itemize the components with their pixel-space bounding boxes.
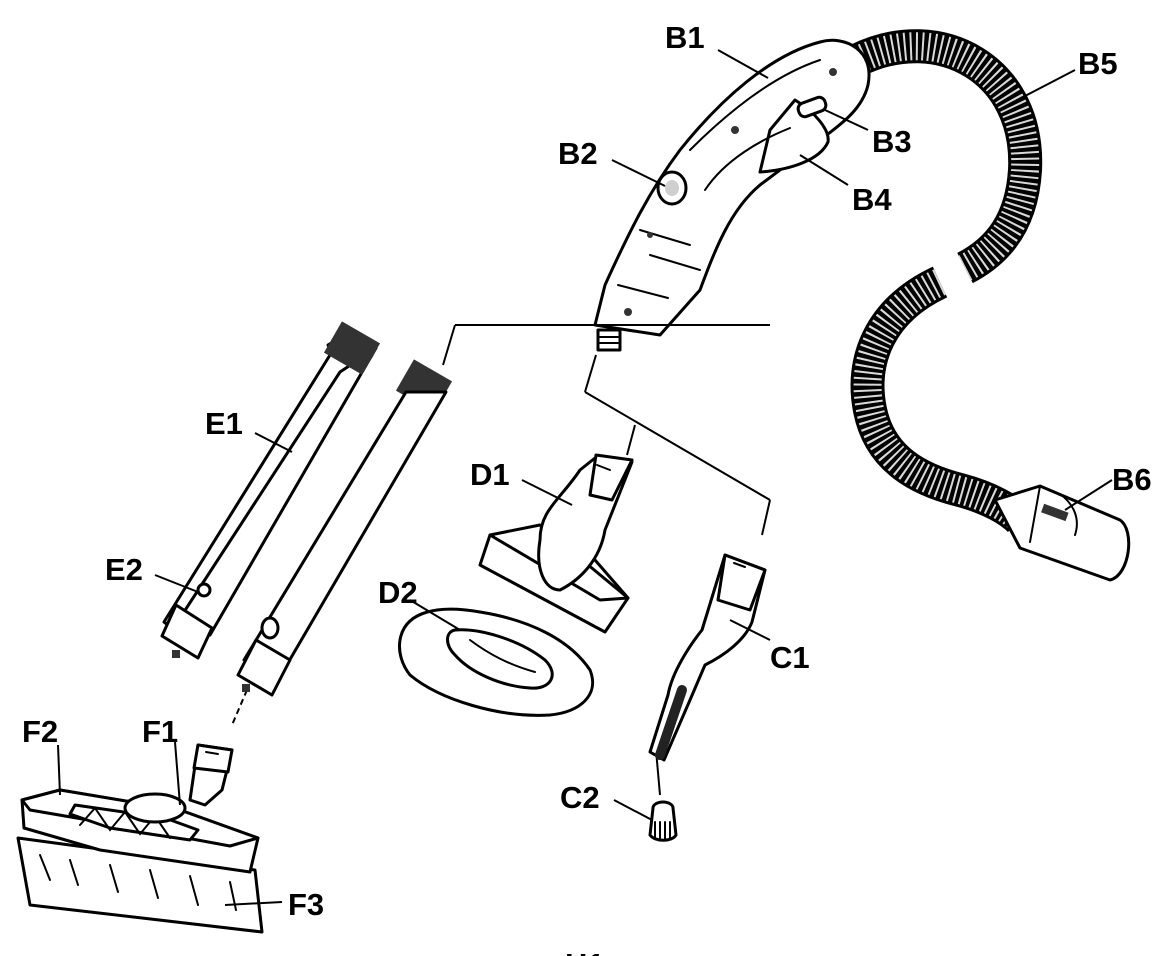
label-f2: F2 (22, 714, 58, 749)
round-brush (648, 800, 678, 842)
detail-nozzle (648, 553, 767, 762)
label-c2: C2 (560, 780, 600, 815)
extension-tube-left (160, 321, 381, 660)
extension-tube-right (236, 359, 453, 697)
label-b3: B3 (872, 124, 912, 159)
label-b5: B5 (1078, 46, 1118, 81)
label-b6: B6 (1112, 462, 1152, 497)
label-b1: B1 (665, 20, 705, 55)
figure-label: H1 (565, 947, 605, 956)
steam-hose (850, 29, 1043, 533)
label-b2: B2 (558, 136, 598, 171)
label-d2: D2 (378, 575, 418, 610)
label-f1: F1 (142, 714, 178, 749)
nozzle-cloth-cover (398, 607, 595, 717)
label-e2: E2 (105, 552, 143, 587)
label-e1: E1 (205, 406, 243, 441)
steam-handle (593, 38, 871, 352)
hose-connector (993, 484, 1131, 582)
label-f3: F3 (288, 887, 324, 922)
floor-tool (16, 743, 264, 934)
label-d1: D1 (470, 457, 510, 492)
leader-lines (57, 49, 1113, 906)
label-b4: B4 (852, 182, 892, 217)
label-c1: C1 (770, 640, 810, 675)
floor-nozzle-small (478, 453, 634, 634)
